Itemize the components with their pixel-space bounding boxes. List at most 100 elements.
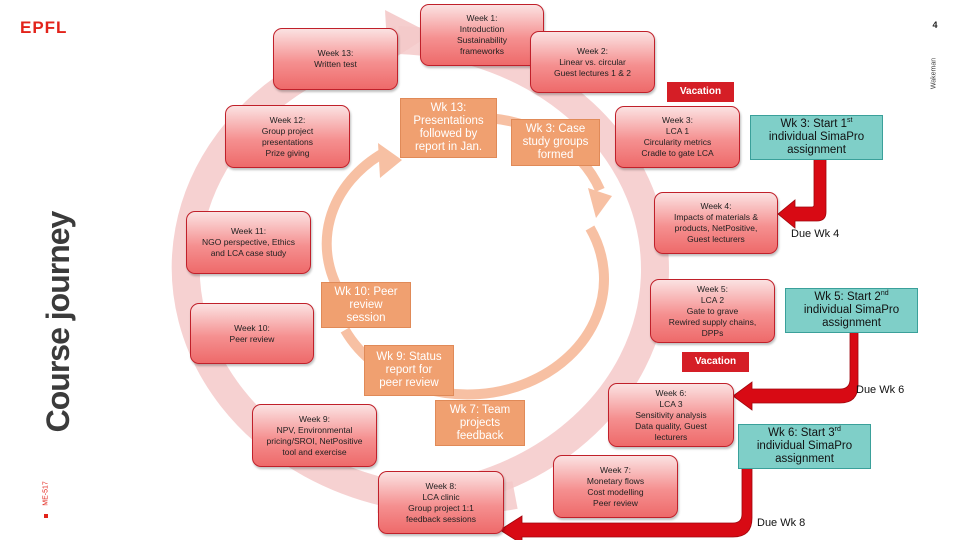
milestone-line: followed by xyxy=(419,128,478,140)
week-4-line: products, NetPositive, xyxy=(674,223,758,233)
milestone-wk7: Wk 7: Team projects feedback xyxy=(435,400,525,446)
milestone-wk9: Wk 9: Status report for peer review xyxy=(364,345,454,396)
milestone-line: Presentations xyxy=(413,115,484,127)
week-4-line: Week 4: xyxy=(700,201,732,211)
assignment-line: individual SimaPro xyxy=(768,131,865,143)
milestone-line: Wk 7: Team xyxy=(449,403,511,416)
week-9-box: Week 9: NPV, Environmental pricing/SROI,… xyxy=(252,404,377,467)
week-6-line: LCA 3 xyxy=(659,398,683,409)
slide-title: Course journey xyxy=(40,211,76,433)
week-12-line: Week 12: xyxy=(269,114,306,125)
assignment-1: Wk 3: Start 1st individual SimaPro assig… xyxy=(750,115,883,160)
milestone-wk3: Wk 3: Case study groups formed xyxy=(511,119,600,166)
due-label: Due Wk 8 xyxy=(757,517,806,529)
week-9-line: pricing/SROI, NetPositive xyxy=(266,435,363,446)
milestone-line: Wk 13: xyxy=(430,102,467,114)
week-1-line: Sustainability xyxy=(456,35,508,45)
week-7-line: Cost modelling xyxy=(587,486,644,497)
week-2-line: Linear vs. circular xyxy=(559,56,626,67)
milestone-line: study groups xyxy=(522,136,589,148)
author-label: Wakeman xyxy=(930,57,938,90)
milestone-line: session xyxy=(346,311,386,324)
week-6-line: Sensitivity analysis xyxy=(635,409,707,420)
week-1-line: frameworks xyxy=(460,46,504,56)
milestone-line: formed xyxy=(537,149,574,161)
week-4-line: Impacts of materials & xyxy=(673,212,759,222)
assignment-line: assignment xyxy=(822,317,881,329)
week-8-box: Week 8: LCA clinic Group project 1:1 fee… xyxy=(378,471,504,534)
week-12-line: Group project xyxy=(261,125,314,136)
week-9-line: Week 9: xyxy=(298,413,331,424)
milestone-line: Wk 10: Peer xyxy=(334,285,398,298)
week-11-box: Week 11: NGO perspective, Ethics and LCA… xyxy=(186,211,311,274)
week-1-line: Week 1: xyxy=(466,13,498,23)
week-10-line: Week 10: xyxy=(234,322,270,333)
assignment-start: Wk 5: Start 2 xyxy=(814,291,881,303)
week-3-line: LCA 1 xyxy=(665,126,690,136)
vacation-badge: Vacation xyxy=(666,81,735,103)
due-label: Due Wk 6 xyxy=(856,384,905,396)
week-5-line: Gate to grave xyxy=(686,305,739,316)
week-13-box: Week 13: Written test xyxy=(273,28,398,90)
assignment-3: Wk 6: Start 3rd individual SimaPro assig… xyxy=(738,424,871,469)
week-8-line: Group project 1:1 xyxy=(408,502,474,513)
week-13-line: Week 13: xyxy=(317,48,354,58)
milestone-wk13: Wk 13: Presentations followed by report … xyxy=(400,98,497,158)
week-8-line: Week 8: xyxy=(425,480,457,491)
week-13-line: Written test xyxy=(314,59,357,69)
week-12-line: Prize giving xyxy=(265,147,310,158)
epfl-logo: EPFL xyxy=(20,18,68,37)
assignment-line: Wk 3: Start 1st xyxy=(780,117,853,131)
week-2-box: Week 2: Linear vs. circular Guest lectur… xyxy=(530,31,655,93)
week-7-line: Monetary flows xyxy=(586,475,645,486)
week-11-line: and LCA case study xyxy=(210,248,287,258)
week-4-line: Guest lecturers xyxy=(687,234,745,244)
week-1-line: Introduction xyxy=(459,24,505,34)
week-12-line: presentations xyxy=(261,136,314,147)
assignment-start: Wk 6: Start 3 xyxy=(768,427,835,439)
assignment-start: Wk 3: Start 1 xyxy=(780,118,847,130)
assignment-line: Wk 6: Start 3rd xyxy=(768,426,841,440)
course-code: ME-517 xyxy=(42,481,50,506)
week-3-line: Circularity metrics xyxy=(643,137,712,147)
red-marker xyxy=(44,514,48,518)
due-label: Due Wk 4 xyxy=(791,228,840,240)
assignment-2: Wk 5: Start 2nd individual SimaPro assig… xyxy=(785,288,918,333)
week-5-line: DPPs xyxy=(701,327,724,338)
week-11-line: NGO perspective, Ethics xyxy=(201,237,296,247)
week-12-box: Week 12: Group project presentations Pri… xyxy=(225,105,350,168)
week-5-line: Week 5: xyxy=(696,283,729,294)
week-8-line: LCA clinic xyxy=(422,491,460,502)
week-7-box: Week 7: Monetary flows Cost modelling Pe… xyxy=(553,455,678,518)
assignment-ordinal: rd xyxy=(834,426,841,434)
milestone-line: projects xyxy=(459,416,501,429)
week-1-box: Week 1: Introduction Sustainability fram… xyxy=(420,4,544,66)
week-11-line: Week 11: xyxy=(230,226,267,236)
assignment-ordinal: nd xyxy=(880,290,889,298)
milestone-line: feedback xyxy=(456,429,504,442)
week-9-line: NPV, Environmental xyxy=(276,424,353,435)
week-2-line: Week 2: xyxy=(576,45,609,56)
week-10-line: Peer review xyxy=(229,333,275,344)
assignment-ordinal: st xyxy=(847,117,853,125)
milestone-line: peer review xyxy=(379,377,439,389)
milestone-line: report in Jan. xyxy=(414,141,483,153)
week-3-box: Week 3: LCA 1 Circularity metrics Cradle… xyxy=(615,106,740,168)
week-3-line: Week 3: xyxy=(661,115,694,125)
week-9-line: tool and exercise xyxy=(282,446,347,457)
week-5-line: LCA 2 xyxy=(700,294,725,305)
assignment-line: Wk 5: Start 2nd xyxy=(814,290,889,304)
assignment-line: assignment xyxy=(775,453,834,465)
assignment-line: individual SimaPro xyxy=(803,304,900,316)
milestone-line: Wk 9: Status xyxy=(376,351,442,363)
page-number: 4 xyxy=(932,20,938,30)
assignment-line: individual SimaPro xyxy=(756,440,853,452)
week-6-line: lecturers xyxy=(654,431,688,442)
week-4-box: Week 4: Impacts of materials & products,… xyxy=(654,192,778,254)
week-5-box: Week 5: LCA 2 Gate to grave Rewired supp… xyxy=(650,279,775,343)
week-3-line: Cradle to gate LCA xyxy=(641,148,714,158)
week-6-box: Week 6: LCA 3 Sensitivity analysis Data … xyxy=(608,383,734,447)
week-8-line: feedback sessions xyxy=(406,513,476,524)
milestone-line: report for xyxy=(385,364,433,376)
week-2-line: Guest lectures 1 & 2 xyxy=(553,67,631,78)
